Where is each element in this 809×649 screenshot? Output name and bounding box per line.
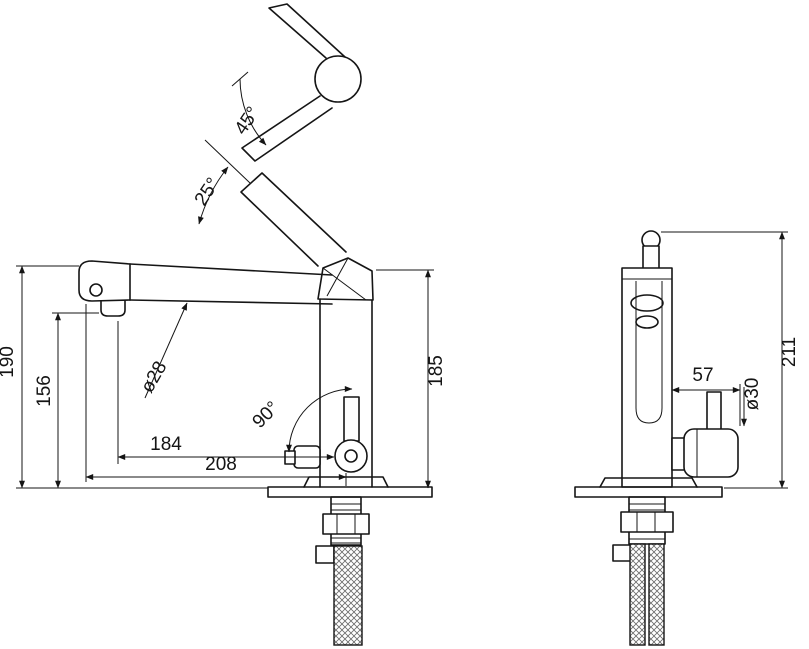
spout-joint bbox=[317, 257, 374, 301]
mounting-deck-front bbox=[267, 476, 433, 498]
spout-outline bbox=[78, 260, 333, 317]
dim-label-handle-diameter: ø30 bbox=[742, 378, 763, 411]
dimension-overall-height: 211 bbox=[661, 231, 800, 489]
body-slot-upper bbox=[630, 294, 664, 312]
raised-spout-position bbox=[204, 139, 347, 267]
dim-label-swivel-angle: 45° bbox=[231, 103, 264, 139]
faucet-body-side bbox=[621, 267, 673, 488]
dimension-aerator-height: 156 bbox=[34, 312, 99, 489]
braided-hose-1 bbox=[629, 543, 646, 646]
dim-label-handle-reach: 57 bbox=[692, 365, 713, 386]
dim-label-overall-height: 211 bbox=[779, 337, 800, 367]
braided-hose bbox=[333, 545, 363, 646]
thread-lines bbox=[629, 503, 665, 540]
dimension-handle-swing-angle: 90° bbox=[249, 386, 353, 453]
dim-label-aerator-height: 156 bbox=[34, 375, 55, 407]
handle-side bbox=[671, 391, 739, 478]
handle-front bbox=[334, 396, 368, 473]
dim-label-spout-diameter: ø28 bbox=[137, 358, 172, 397]
dim-label-handle-swing-angle: 90° bbox=[249, 398, 284, 433]
handle-lever bbox=[706, 391, 722, 432]
handle-stem bbox=[343, 396, 360, 442]
arc-tick bbox=[231, 71, 249, 87]
handle-grip bbox=[683, 428, 739, 478]
dimension-swivel-angle: 45° bbox=[231, 71, 267, 146]
mounting-hardware-front bbox=[315, 496, 370, 646]
top-knob-side bbox=[641, 230, 661, 270]
base-flange-side bbox=[599, 477, 698, 488]
dimension-handle-diameter: ø30 bbox=[741, 378, 763, 427]
spout-top-view-positions bbox=[241, 3, 346, 162]
spout-head-detail bbox=[89, 283, 103, 297]
aerator bbox=[100, 300, 126, 317]
dimension-spout-tilt-angle: 25° bbox=[191, 166, 229, 225]
dimension-handle-reach: 57 bbox=[671, 365, 741, 426]
dim-label-body-height: 185 bbox=[426, 355, 447, 387]
dim-label-aerator-reach: 184 bbox=[150, 434, 182, 455]
reference-line bbox=[204, 139, 251, 184]
dimension-aerator-reach: 184 bbox=[117, 321, 335, 464]
mounting-nut bbox=[620, 511, 674, 533]
dim-label-spout-height: 190 bbox=[0, 346, 18, 378]
pivot-body-top-view bbox=[314, 55, 362, 103]
braided-hose-2 bbox=[648, 543, 665, 646]
hose-fitting bbox=[315, 545, 335, 564]
top-view-swivel-diagram: 45° bbox=[231, 3, 362, 162]
front-view: 25° bbox=[0, 139, 447, 646]
dim-label-spout-reach: 208 bbox=[205, 454, 237, 475]
mounting-hardware-side bbox=[612, 496, 674, 646]
dimension-spout-diameter: ø28 bbox=[137, 302, 188, 399]
hose-fitting bbox=[612, 544, 632, 562]
side-view: 57 ø30 211 bbox=[574, 230, 800, 646]
handle-knob bbox=[334, 439, 368, 473]
dimension-spout-reach: 208 bbox=[85, 304, 347, 486]
inner-cartridge-outline bbox=[635, 281, 663, 424]
dimension-body-height: 185 bbox=[376, 269, 447, 489]
mounting-nut bbox=[322, 513, 370, 535]
thread-lines bbox=[331, 503, 361, 544]
